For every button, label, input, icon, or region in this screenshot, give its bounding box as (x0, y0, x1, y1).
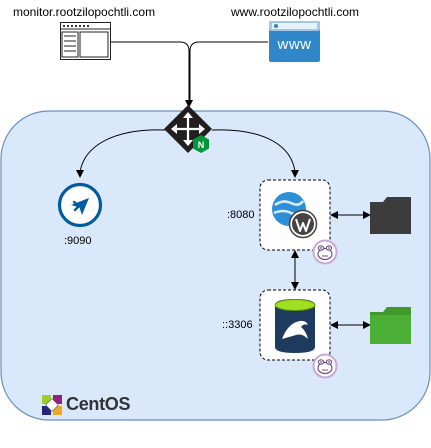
nginx-icon: N (164, 104, 212, 154)
nginx-arrowhead (185, 100, 193, 108)
www-browser-icon (269, 21, 320, 62)
mysql-volume-arrowhead-right (363, 321, 371, 329)
monitor-url-label: monitor.rootzilopochtli.com (13, 5, 156, 19)
airflow-icon (57, 182, 103, 228)
mysql-port-label: ::3306 (222, 319, 253, 331)
wordpress-volume-folder-icon (370, 197, 411, 234)
mysql-volume-folder-icon (370, 307, 411, 344)
centos-label: CentOS (66, 394, 131, 414)
nginx-to-wordpress-connector (211, 129, 296, 173)
monitor-to-nginx-connector (111, 41, 190, 101)
wordpress-volume-arrowhead-right (363, 211, 371, 219)
wordpress-mysql-arrowhead-down (291, 282, 299, 290)
airflow-arrowhead (76, 170, 84, 178)
centos-host-box (0, 110, 431, 421)
www-to-nginx-connector (189, 41, 268, 101)
wordpress-mysql-arrowhead-up (291, 250, 299, 258)
www-icon-text: www (277, 36, 312, 53)
mysql-icon (274, 299, 316, 353)
airflow-port-label: :9090 (64, 235, 92, 247)
podman-icon (312, 353, 338, 379)
nginx-to-airflow-connector (79, 129, 167, 173)
wordpress-icon (269, 189, 319, 241)
mysql-volume-arrowhead-left (330, 321, 338, 329)
wordpress-volume-arrowhead-left (330, 211, 338, 219)
centos-logo-icon (40, 393, 64, 417)
browser-window-icon (60, 22, 111, 60)
wordpress-port-label: :8080 (227, 209, 255, 221)
wordpress-arrowhead (291, 170, 299, 178)
www-url-label: www.rootzilopochtli.com (231, 5, 360, 19)
svg-text:N: N (198, 140, 205, 150)
podman-icon (312, 239, 338, 265)
